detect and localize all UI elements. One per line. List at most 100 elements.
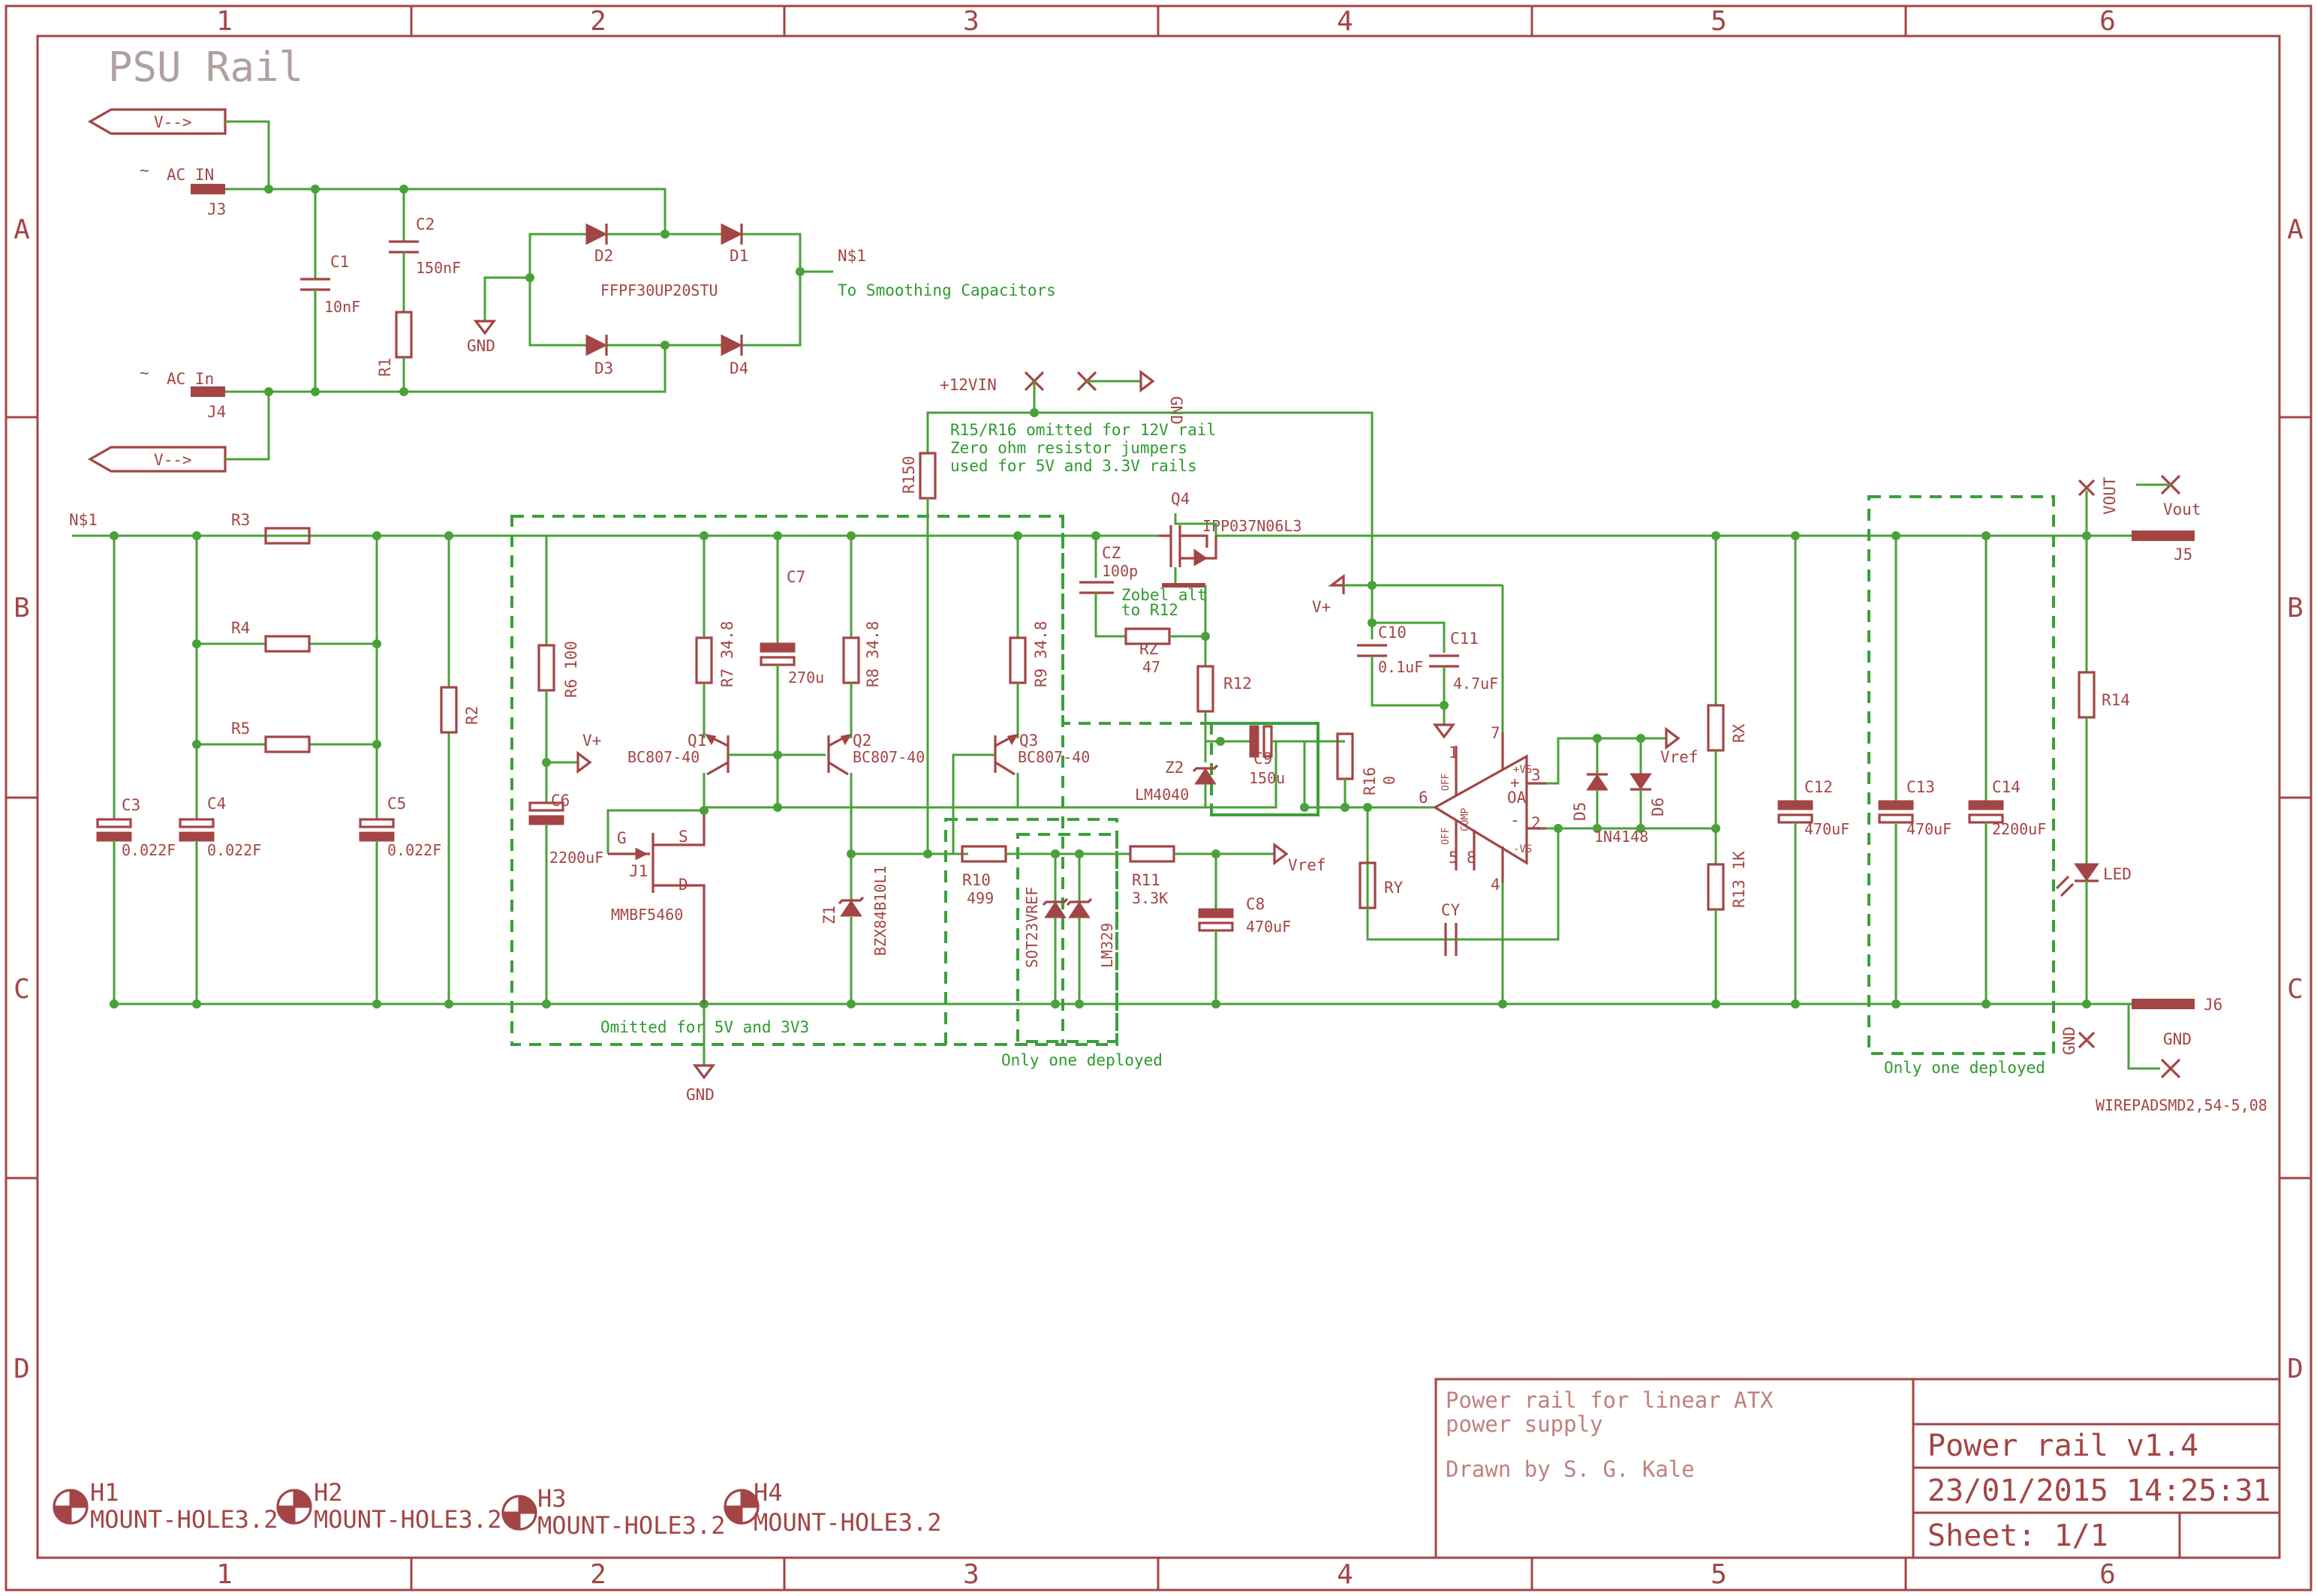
c3-value: 0.022F <box>122 841 176 859</box>
c8-label: C8 <box>1246 895 1265 913</box>
d4-label: D4 <box>730 359 748 377</box>
column-label: 2 <box>590 6 606 37</box>
h4-part: MOUNT-HOLE3.2 <box>754 1508 941 1537</box>
r13-label: R13 1K <box>1730 851 1748 908</box>
row-label: B <box>14 593 30 624</box>
column-label: 1 <box>216 6 233 37</box>
vref-part-b: LM329 <box>1098 923 1116 968</box>
gnd-net-label: GND <box>2060 1026 2078 1055</box>
c14-value: 2200uF <box>1992 820 2046 838</box>
column-label: 5 <box>1711 1559 1727 1590</box>
title-block: Power rail for linear ATX power supply D… <box>1434 1378 2281 1559</box>
c12-label: C12 <box>1804 778 1833 796</box>
c12-value: 470uF <box>1804 820 1849 838</box>
oa-pin3: 3 <box>1531 766 1541 784</box>
frame-column-labels: 1 2 3 4 5 6 1 2 3 4 5 6 A B C D A B C D <box>14 6 2303 1590</box>
c7-label: C7 <box>787 568 805 586</box>
rect-net: N$1 <box>838 247 866 265</box>
z1-label: Z1 <box>820 906 838 924</box>
j1-label: J1 <box>629 862 648 880</box>
d2-label: D2 <box>594 247 613 265</box>
input-section: ports --> V--> V--> ~ AC IN J3 ~ AC In J… <box>87 108 1056 473</box>
r1-label: R1 <box>376 358 394 377</box>
row-label: A <box>2287 215 2303 245</box>
q3-part: BC807-40 <box>1018 748 1090 766</box>
note-r15-line3: used for 5V and 3.3V rails <box>950 457 1197 475</box>
h3-label: H3 <box>537 1484 567 1513</box>
note-r15-line2: Zero ohm resistor jumpers <box>950 439 1187 457</box>
oa-pin4: 4 <box>1491 876 1500 894</box>
q4-label: Q4 <box>1171 490 1190 508</box>
rectifier-part: FFPF30UP20STU <box>600 281 718 299</box>
h4-label: H4 <box>754 1478 783 1507</box>
h2-label: H2 <box>314 1478 343 1507</box>
q4-part: IPP037N06L3 <box>1202 517 1301 535</box>
z2-label: Z2 <box>1165 759 1184 777</box>
oa-comp: COMP <box>1460 808 1471 831</box>
reg-gnd-label: GND <box>686 1086 715 1104</box>
rx-label: RX <box>1730 723 1748 743</box>
column-label: 3 <box>963 6 979 37</box>
r16-label: R16 <box>1361 767 1379 795</box>
row-label: C <box>2287 974 2303 1005</box>
rz-label: RZ <box>1139 640 1158 658</box>
j1-gate-label: G <box>617 829 627 847</box>
j5-label: J5 <box>2174 546 2192 564</box>
c7-value: 270u <box>788 669 824 687</box>
r8-label: R8 34.8 <box>864 621 882 687</box>
rz-value: 47 <box>1142 658 1160 676</box>
j6-gnd-label: GND <box>2163 1030 2192 1048</box>
c10-value: 0.1uF <box>1378 658 1423 676</box>
title-block-date: 23/01/2015 14:25:31 <box>1927 1474 2271 1508</box>
rect-gnd-label: GND <box>467 337 495 355</box>
mount-hole <box>276 1489 312 1525</box>
title-block-name: Power rail v1.4 <box>1927 1429 2198 1463</box>
note-only-one-a: Only one deployed <box>1001 1051 1163 1069</box>
column-label: 2 <box>590 1559 606 1590</box>
h1-part: MOUNT-HOLE3.2 <box>90 1505 278 1534</box>
port-v-top-label: V--> <box>154 113 192 131</box>
r6-label: R6 100 <box>562 641 580 698</box>
c13-value: 470uF <box>1906 820 1951 838</box>
j3-label: J3 <box>207 200 226 218</box>
q2-label: Q2 <box>853 732 871 750</box>
column-label: 5 <box>1711 6 1727 37</box>
q1-label: Q1 <box>688 732 706 750</box>
vref-part-a: SOT23VREF <box>1023 887 1041 968</box>
column-label: 3 <box>963 1559 979 1590</box>
z1-part: BZX84B10L1 <box>871 866 889 956</box>
q1-part: BC807-40 <box>627 748 700 766</box>
out-vref-label: Vref <box>1660 748 1699 766</box>
oa-vs-minus: -VS <box>1513 843 1532 855</box>
c11-value: 4.7uF <box>1453 675 1498 693</box>
note-zobel-2: to R12 <box>1121 601 1178 619</box>
r16-value: 0 <box>1380 776 1398 785</box>
row-label: B <box>2287 593 2303 624</box>
r2-label: R2 <box>463 706 481 725</box>
r12-label: R12 <box>1223 675 1252 693</box>
row-label: D <box>14 1354 30 1384</box>
c6-value: 2200uF <box>549 849 603 867</box>
oa-vs-plus: +VS <box>1513 764 1532 776</box>
j3-tilde: ~ <box>140 161 149 179</box>
c1-value: 10nF <box>324 298 360 316</box>
reg-vplus-label: V+ <box>582 732 601 750</box>
r14-label: R14 <box>2102 691 2130 709</box>
regulator-block: Omitted for 5V and 3V3 R6 100 V+ C6 2200… <box>510 515 1333 1104</box>
c4-label: C4 <box>207 795 226 813</box>
column-label: 6 <box>2099 6 2116 37</box>
j4-pin-label: AC In <box>167 370 214 388</box>
note-only-one-b: Only one deployed <box>1884 1059 2045 1077</box>
d6-label: D6 <box>1649 798 1667 816</box>
column-label: 6 <box>2099 1559 2116 1590</box>
c14-label: C14 <box>1992 778 2021 796</box>
h2-part: MOUNT-HOLE3.2 <box>314 1505 501 1534</box>
oa-pin6: 6 <box>1419 789 1428 807</box>
title-block-sheet: Sheet: 1/1 <box>1927 1519 2108 1553</box>
oa-off-1: OFF <box>1440 773 1452 791</box>
d5-label: D5 <box>1571 802 1589 821</box>
cz-label: CZ <box>1102 544 1121 562</box>
j5-pin-label: Vout <box>2163 500 2201 518</box>
r4-label: R4 <box>231 619 250 637</box>
z2-part: LM4040 <box>1135 786 1189 804</box>
